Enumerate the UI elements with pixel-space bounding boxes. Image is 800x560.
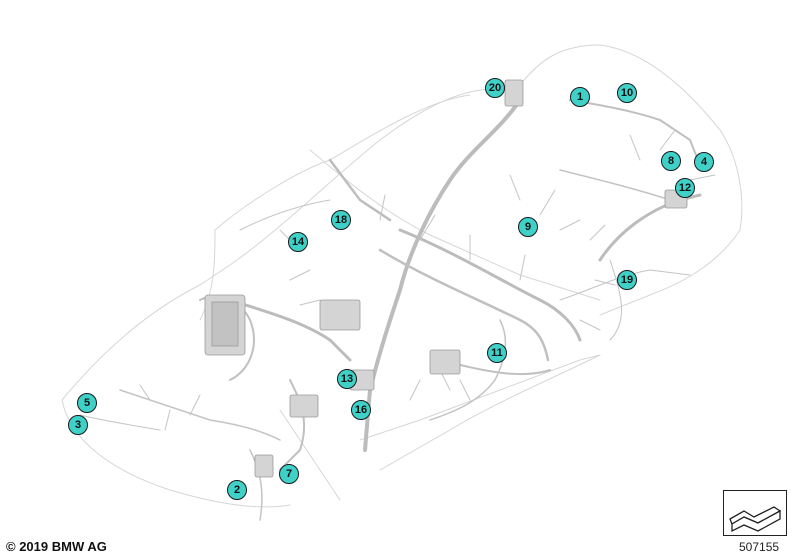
callout-19[interactable]: 19 bbox=[617, 270, 637, 290]
callout-20[interactable]: 20 bbox=[485, 78, 505, 98]
callout-13[interactable]: 13 bbox=[337, 369, 357, 389]
copyright-text: © 2019 BMW AG bbox=[6, 539, 107, 554]
callout-7[interactable]: 7 bbox=[279, 464, 299, 484]
callout-8[interactable]: 8 bbox=[661, 151, 681, 171]
callout-18[interactable]: 18 bbox=[331, 210, 351, 230]
callout-5[interactable]: 5 bbox=[77, 393, 97, 413]
callout-10[interactable]: 10 bbox=[617, 83, 637, 103]
callout-3[interactable]: 3 bbox=[68, 415, 88, 435]
callout-14[interactable]: 14 bbox=[288, 232, 308, 252]
diagram-id: 507155 bbox=[739, 540, 780, 554]
callout-16[interactable]: 16 bbox=[351, 400, 371, 420]
callout-11[interactable]: 11 bbox=[487, 343, 507, 363]
callout-2[interactable]: 2 bbox=[227, 480, 247, 500]
callout-4[interactable]: 4 bbox=[694, 152, 714, 172]
callout-9[interactable]: 9 bbox=[518, 217, 538, 237]
corner-logo-icon bbox=[723, 490, 787, 536]
callout-12[interactable]: 12 bbox=[675, 178, 695, 198]
callout-1[interactable]: 1 bbox=[570, 87, 590, 107]
